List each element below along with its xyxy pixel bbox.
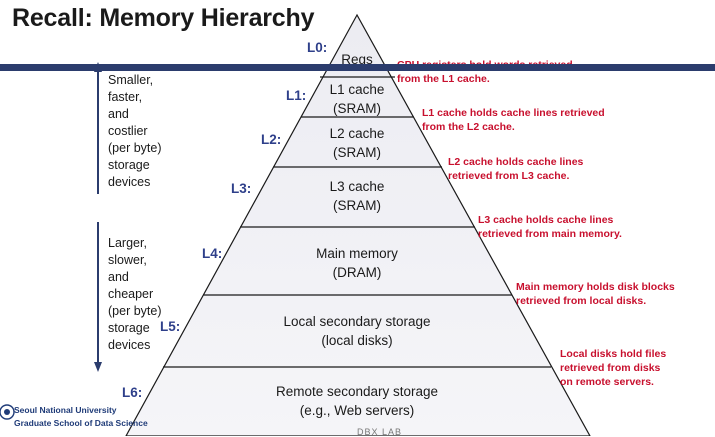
side-text-line: (per byte) bbox=[108, 141, 162, 155]
note-line: retrieved from local disks. bbox=[516, 295, 647, 307]
note-line: L3 cache holds cache lines bbox=[478, 214, 614, 226]
level-label-l5: L5: bbox=[160, 319, 181, 334]
side-text-line: devices bbox=[108, 338, 151, 352]
side-text-line: and bbox=[108, 107, 129, 121]
tier-type: (SRAM) bbox=[333, 101, 381, 116]
tier-l1: L1 cache (SRAM) bbox=[257, 80, 457, 118]
tier-name: L1 cache bbox=[329, 82, 385, 97]
up-arrow bbox=[94, 62, 102, 194]
note-l0: CPU registers hold words retrieved from … bbox=[397, 58, 573, 86]
note-line: on remote servers. bbox=[560, 376, 654, 388]
side-text-line: (per byte) bbox=[108, 304, 162, 318]
side-text-line: faster, bbox=[108, 90, 143, 104]
side-text-line: slower, bbox=[108, 253, 147, 267]
side-text-line: cheaper bbox=[108, 287, 154, 301]
page-title: Recall: Memory Hierarchy bbox=[12, 4, 315, 32]
tier-l3: L3 cache (SRAM) bbox=[257, 177, 457, 215]
note-l5: Local disks hold files retrieved from di… bbox=[560, 347, 666, 389]
header-bar bbox=[0, 64, 715, 71]
note-line: L1 cache holds cache lines retrieved bbox=[422, 107, 605, 119]
note-l3: L3 cache holds cache lines retrieved fro… bbox=[478, 213, 622, 241]
note-l1: L1 cache holds cache lines retrieved fro… bbox=[422, 106, 605, 134]
note-line: retrieved from disks bbox=[560, 362, 661, 374]
tier-l6: Remote secondary storage (e.g., Web serv… bbox=[227, 382, 487, 420]
tier-type: (SRAM) bbox=[333, 145, 381, 160]
note-line: retrieved from L3 cache. bbox=[448, 170, 570, 182]
note-l2: L2 cache holds cache lines retrieved fro… bbox=[448, 155, 583, 183]
side-text-line: and bbox=[108, 270, 129, 284]
tier-name: L3 cache bbox=[329, 179, 385, 194]
side-text-line: costlier bbox=[108, 124, 148, 138]
tier-name: L2 cache bbox=[329, 126, 385, 141]
note-line: Local disks hold files bbox=[560, 348, 667, 360]
side-text-line: storage bbox=[108, 321, 150, 335]
side-text-line: devices bbox=[108, 175, 151, 189]
level-label-l2: L2: bbox=[261, 132, 282, 147]
university-name: Seoul National University bbox=[14, 405, 117, 415]
note-line: from the L2 cache. bbox=[422, 121, 515, 133]
tier-l5: Local secondary storage (local disks) bbox=[227, 312, 487, 350]
level-label-l1: L1: bbox=[286, 88, 307, 103]
down-arrow bbox=[94, 222, 102, 372]
level-label-l6: L6: bbox=[122, 385, 143, 400]
tier-l0: Regs bbox=[257, 50, 457, 69]
note-line: retrieved from main memory. bbox=[478, 228, 622, 240]
tier-l2: L2 cache (SRAM) bbox=[257, 124, 457, 162]
note-line: from the L1 cache. bbox=[397, 73, 490, 85]
tier-name: Main memory bbox=[316, 246, 398, 261]
tier-name: Local secondary storage bbox=[283, 314, 431, 329]
side-text-line: storage bbox=[108, 158, 150, 172]
side-text-line: Smaller, bbox=[108, 73, 154, 87]
tier-name: Regs bbox=[341, 52, 373, 67]
level-label-l0: L0: bbox=[307, 40, 328, 55]
tier-l4: Main memory (DRAM) bbox=[257, 244, 457, 282]
school-name: Graduate School of Data Science bbox=[14, 418, 148, 428]
tier-type: (local disks) bbox=[321, 333, 393, 348]
university-seal-icon bbox=[0, 404, 15, 420]
tier-name: Remote secondary storage bbox=[275, 384, 439, 399]
side-text-line: Larger, bbox=[108, 236, 147, 250]
note-line: Main memory holds disk blocks bbox=[516, 281, 675, 293]
note-l4: Main memory holds disk blocks retrieved … bbox=[516, 280, 675, 308]
tier-type: (SRAM) bbox=[333, 198, 381, 213]
pyramid-shape bbox=[125, 13, 591, 436]
note-line: L2 cache holds cache lines bbox=[448, 156, 584, 168]
tier-type: (e.g., Web servers) bbox=[299, 403, 415, 418]
lab-label: DBX LAB bbox=[357, 427, 403, 437]
tier-type: (DRAM) bbox=[332, 265, 382, 280]
level-label-l3: L3: bbox=[231, 181, 252, 196]
level-label-l4: L4: bbox=[202, 246, 223, 261]
